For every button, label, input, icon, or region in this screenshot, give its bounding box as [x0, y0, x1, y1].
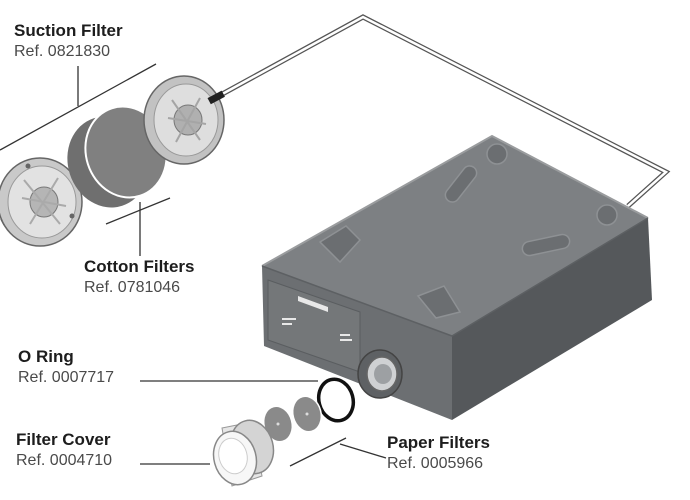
suction-tube [213, 14, 671, 208]
suction-filter-bracket [0, 63, 157, 151]
paper-filters-bracket [289, 437, 347, 467]
suction-filter-back [143, 75, 225, 165]
paper-filters-name: Paper Filters [387, 433, 490, 452]
o-ring-label: O Ring Ref. 0007717 [18, 348, 114, 386]
paper-filters-leader [339, 443, 387, 459]
paper-filters-ref: Ref. 0005966 [387, 455, 484, 472]
suction-filter-label: Suction Filter Ref. 0821830 [14, 22, 123, 60]
cotton-filters-name: Cotton Filters [84, 257, 195, 276]
suction-filter-name: Suction Filter [14, 21, 123, 40]
o-ring [316, 377, 356, 423]
cotton-filters-bracket [105, 197, 171, 225]
cotton-filters-ref: Ref. 0781046 [84, 279, 181, 296]
filter-cover-ref: Ref. 0004710 [16, 452, 113, 469]
paper-filters [262, 395, 323, 443]
o-ring-ref: Ref. 0007717 [18, 369, 115, 386]
leader-lines [0, 63, 387, 467]
cotton-filters-label: Cotton Filters Ref. 0781046 [84, 258, 195, 296]
filter-cover [212, 419, 275, 487]
filter-cover-label: Filter Cover Ref. 0004710 [16, 431, 112, 469]
suction-filter-front [0, 157, 83, 247]
paper-filters-label: Paper Filters Ref. 0005966 [387, 434, 490, 472]
o-ring-name: O Ring [18, 347, 74, 366]
pump-unit [261, 134, 652, 420]
suction-filter-ref: Ref. 0821830 [14, 43, 111, 60]
filter-cover-name: Filter Cover [16, 430, 111, 449]
